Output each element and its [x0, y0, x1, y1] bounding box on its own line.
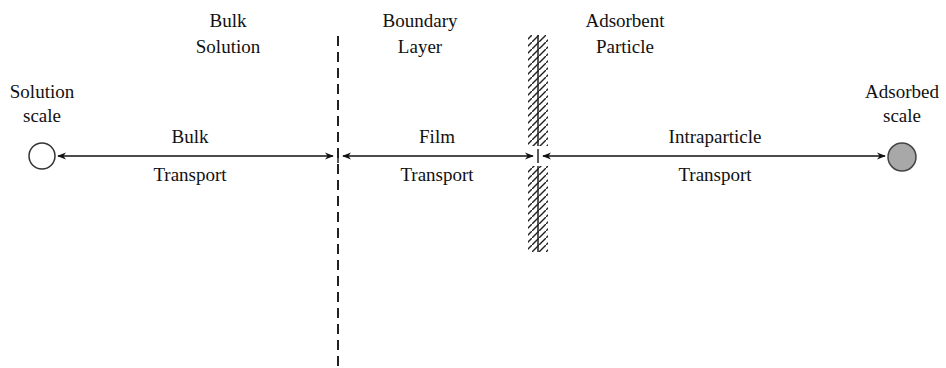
scale-circle-shape [888, 143, 916, 171]
scale-label: Adsorbed scale [860, 80, 944, 128]
boundary-tick [337, 149, 339, 163]
transport-arrow [543, 155, 885, 157]
transport-label: Film Transport [392, 118, 482, 194]
particle-wall-hatch [528, 166, 548, 252]
region-heading: Adsorbent Particle [570, 8, 680, 60]
boundary-dashed-line [337, 36, 339, 368]
wall-tick [537, 149, 539, 163]
scale-circle [886, 141, 918, 173]
region-heading: Bulk Solution [183, 8, 273, 60]
transport-arrow [343, 155, 533, 157]
particle-wall [537, 166, 539, 252]
particle-wall-hatch [528, 35, 548, 146]
region-heading: Boundary Layer [370, 8, 470, 60]
scale-circle [27, 141, 57, 171]
scale-marker: Solution scale [2, 80, 82, 171]
scale-marker: Adsorbed scale [860, 80, 944, 173]
transport-label: Bulk Transport [145, 118, 235, 194]
scale-label: Solution scale [2, 80, 82, 128]
particle-wall [537, 35, 539, 146]
transport-label: Intraparticle Transport [660, 118, 770, 194]
scale-circle-shape [29, 143, 55, 169]
transport-arrow [58, 155, 333, 157]
